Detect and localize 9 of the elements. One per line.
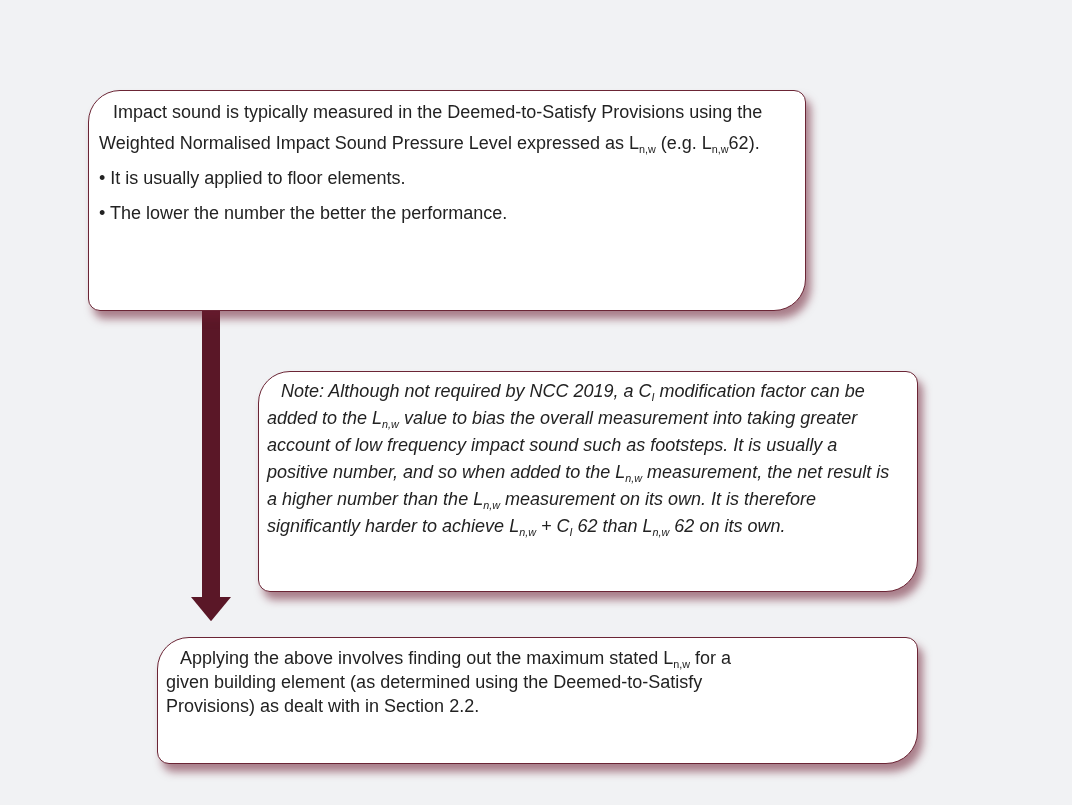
paragraph: • The lower the number the better the performance.	[99, 202, 509, 225]
paragraph: Impact sound is typically measured in the Deemed-to-Satisfy Provisions using the Weighted Normalised Impact Sound Pressure Level expressed as L$_{n,w}$ (e.g. L$_{n,w}$62).	[99, 101, 764, 157]
text-box	[88, 90, 806, 311]
paragraph: Applying the above involves finding out the maximum stated L$_{n,w}$ for a given building element (as determined using the Deemed-to-Satisfy Provisions) as dealt with in Section 2.2.	[166, 647, 733, 718]
paragraph: Note: Although not required by NCC 2019, a C$_{I}$ modification factor can be added to the L$_{n,w}$ value to bias the overall measurement into taking greater account of low frequency impact sound such as footsteps. It is usually a positive number, and so when added to the L$_{n,w}$ measurement, the net result is a higher number than the L$_{n,w}$ measurement on its own. It is therefore significantly harder to achieve L$_{n,w}$ + C$_{I}$ 62 than L$_{n,w}$ 62 on its own.	[267, 380, 891, 540]
arrow	[191, 311, 231, 622]
text-box	[258, 371, 918, 592]
paragraph: • It is usually applied to floor elements.	[99, 167, 407, 190]
text-box	[157, 637, 918, 764]
